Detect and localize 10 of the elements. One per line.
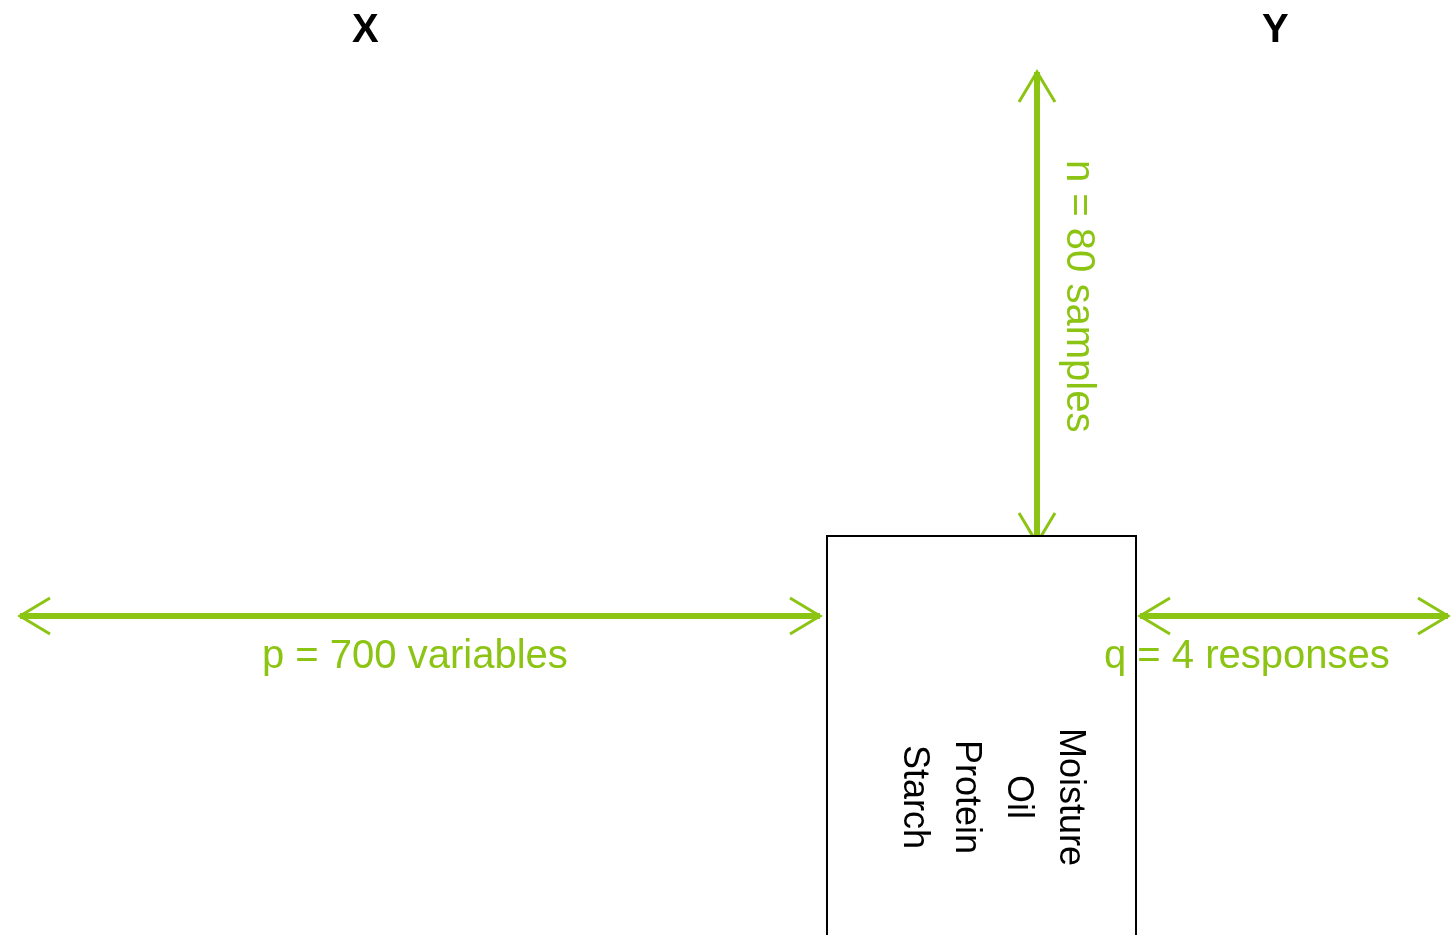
matrix-title: Y — [1262, 6, 1289, 51]
dimension-label: q = 4 responses — [1104, 632, 1390, 677]
dimension-label: n = 80 samples — [1058, 160, 1103, 433]
response-name: Oil — [999, 774, 1042, 821]
response-name: Protein — [947, 738, 990, 857]
data-table-box — [826, 535, 1137, 935]
response-name: Starch — [895, 743, 938, 851]
matrix-title: X — [352, 6, 379, 51]
dimension-label: p = 700 variables — [262, 632, 568, 677]
response-name: Moisture — [1051, 726, 1094, 868]
